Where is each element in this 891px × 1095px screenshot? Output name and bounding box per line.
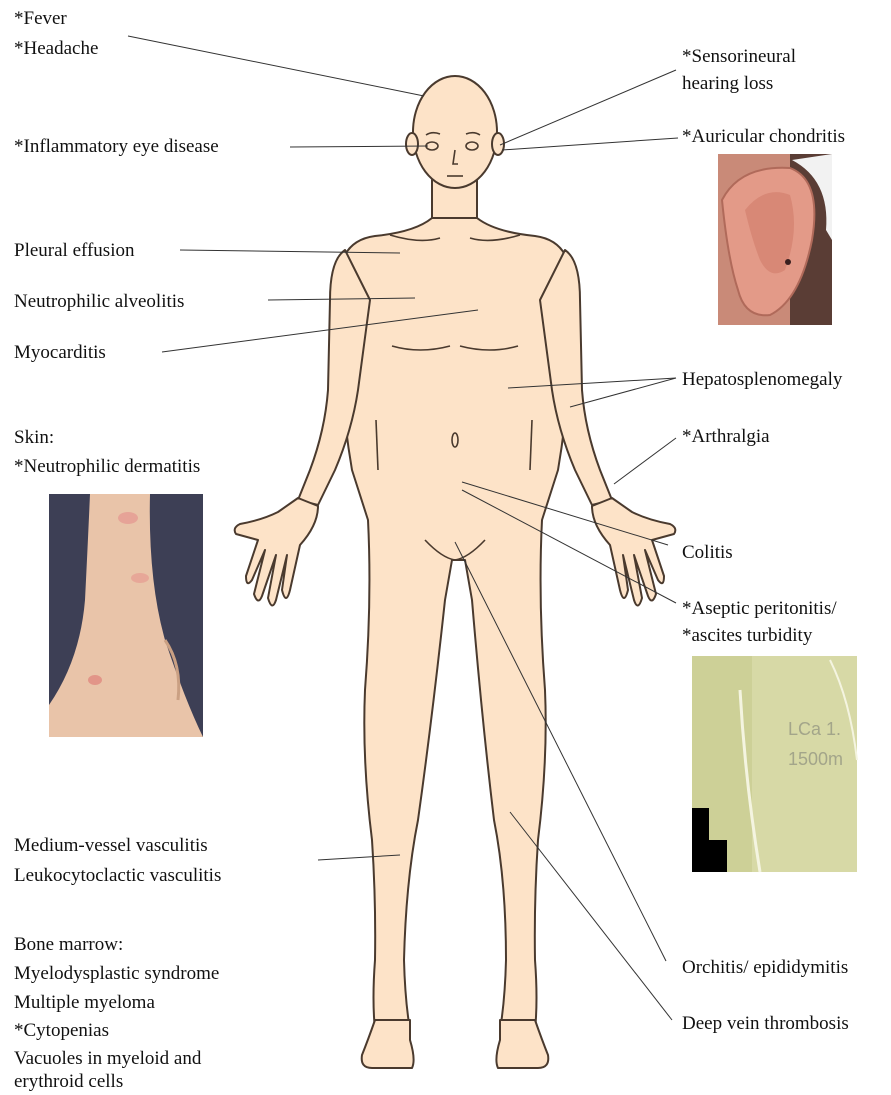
label-hepatosplenomegaly: Hepatosplenomegaly [682, 367, 842, 393]
label-deep-vein-thrombosis: Deep vein thrombosis [682, 1011, 849, 1037]
ear-photo [718, 154, 832, 325]
label-vacuoles-2: erythroid cells [14, 1069, 123, 1095]
ascites-photo: LCa 1. 1500m [692, 656, 857, 872]
label-bone-marrow-heading: Bone marrow: [14, 932, 123, 958]
human-figure [235, 76, 676, 1068]
label-headache: *Headache [14, 36, 98, 62]
label-myocarditis: Myocarditis [14, 340, 106, 366]
label-orchitis: Orchitis/ epididymitis [682, 955, 848, 981]
label-auricular-chondritis: *Auricular chondritis [682, 124, 845, 150]
label-cytopenias: *Cytopenias [14, 1018, 109, 1044]
leader-fever [128, 36, 424, 96]
label-multiple-myeloma: Multiple myeloma [14, 990, 155, 1016]
label-hearing-loss: hearing loss [682, 71, 773, 97]
leader-arthralgia [614, 438, 676, 484]
label-myelodysplastic: Myelodysplastic syndrome [14, 961, 219, 987]
label-medium-vessel-vasculitis: Medium-vessel vasculitis [14, 833, 208, 859]
leader-hepato-2 [570, 378, 676, 407]
label-eye-disease: *Inflammatory eye disease [14, 134, 219, 160]
label-aseptic-peritonitis: *Aseptic peritonitis/ [682, 596, 837, 622]
label-pleural-effusion: Pleural effusion [14, 238, 135, 264]
label-colitis: Colitis [682, 540, 733, 566]
label-arthralgia: *Arthralgia [682, 424, 770, 450]
label-neutrophilic-dermatitis: *Neutrophilic dermatitis [14, 454, 200, 480]
label-leukocytoclastic-vasculitis: Leukocytoclactic vasculitis [14, 863, 221, 889]
label-sensorineural: *Sensorineural [682, 44, 796, 70]
bag-text-2: 1500m [788, 749, 843, 769]
label-skin-heading: Skin: [14, 425, 54, 451]
leader-hearing [500, 70, 676, 145]
leader-auricular [502, 138, 678, 150]
label-fever: *Fever [14, 6, 67, 32]
skin-photo [49, 494, 203, 737]
label-alveolitis: Neutrophilic alveolitis [14, 289, 184, 315]
label-ascites-turbidity: *ascites turbidity [682, 623, 812, 649]
bag-text-1: LCa 1. [788, 719, 841, 739]
